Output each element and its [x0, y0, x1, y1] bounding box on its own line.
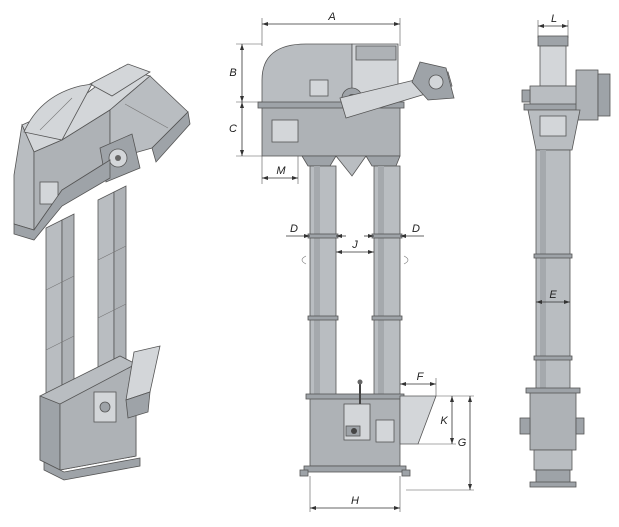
dimension-c-label: C [229, 123, 237, 135]
dimension-m-label: M [276, 165, 286, 177]
dimension-k-label: K [440, 415, 448, 427]
dimension-j-label: J [351, 239, 358, 251]
dimension-b-label: B [229, 67, 236, 79]
dimension-f-label: F [417, 371, 425, 383]
dimension-d-right-label: D [412, 223, 420, 235]
front-dimensions: A B C M D D J [229, 11, 474, 512]
side-dimensions: L E [536, 13, 570, 304]
side-view [519, 35, 611, 488]
dimension-d-left-label: D [290, 223, 298, 235]
isometric-view [13, 63, 191, 481]
dimension-g-label: G [458, 437, 467, 449]
dimension-l-label: L [551, 13, 557, 25]
dimension-e-label: E [549, 289, 557, 301]
dimension-a-label: A [327, 11, 335, 23]
dimension-h-label: H [351, 495, 359, 507]
front-view [257, 43, 455, 477]
